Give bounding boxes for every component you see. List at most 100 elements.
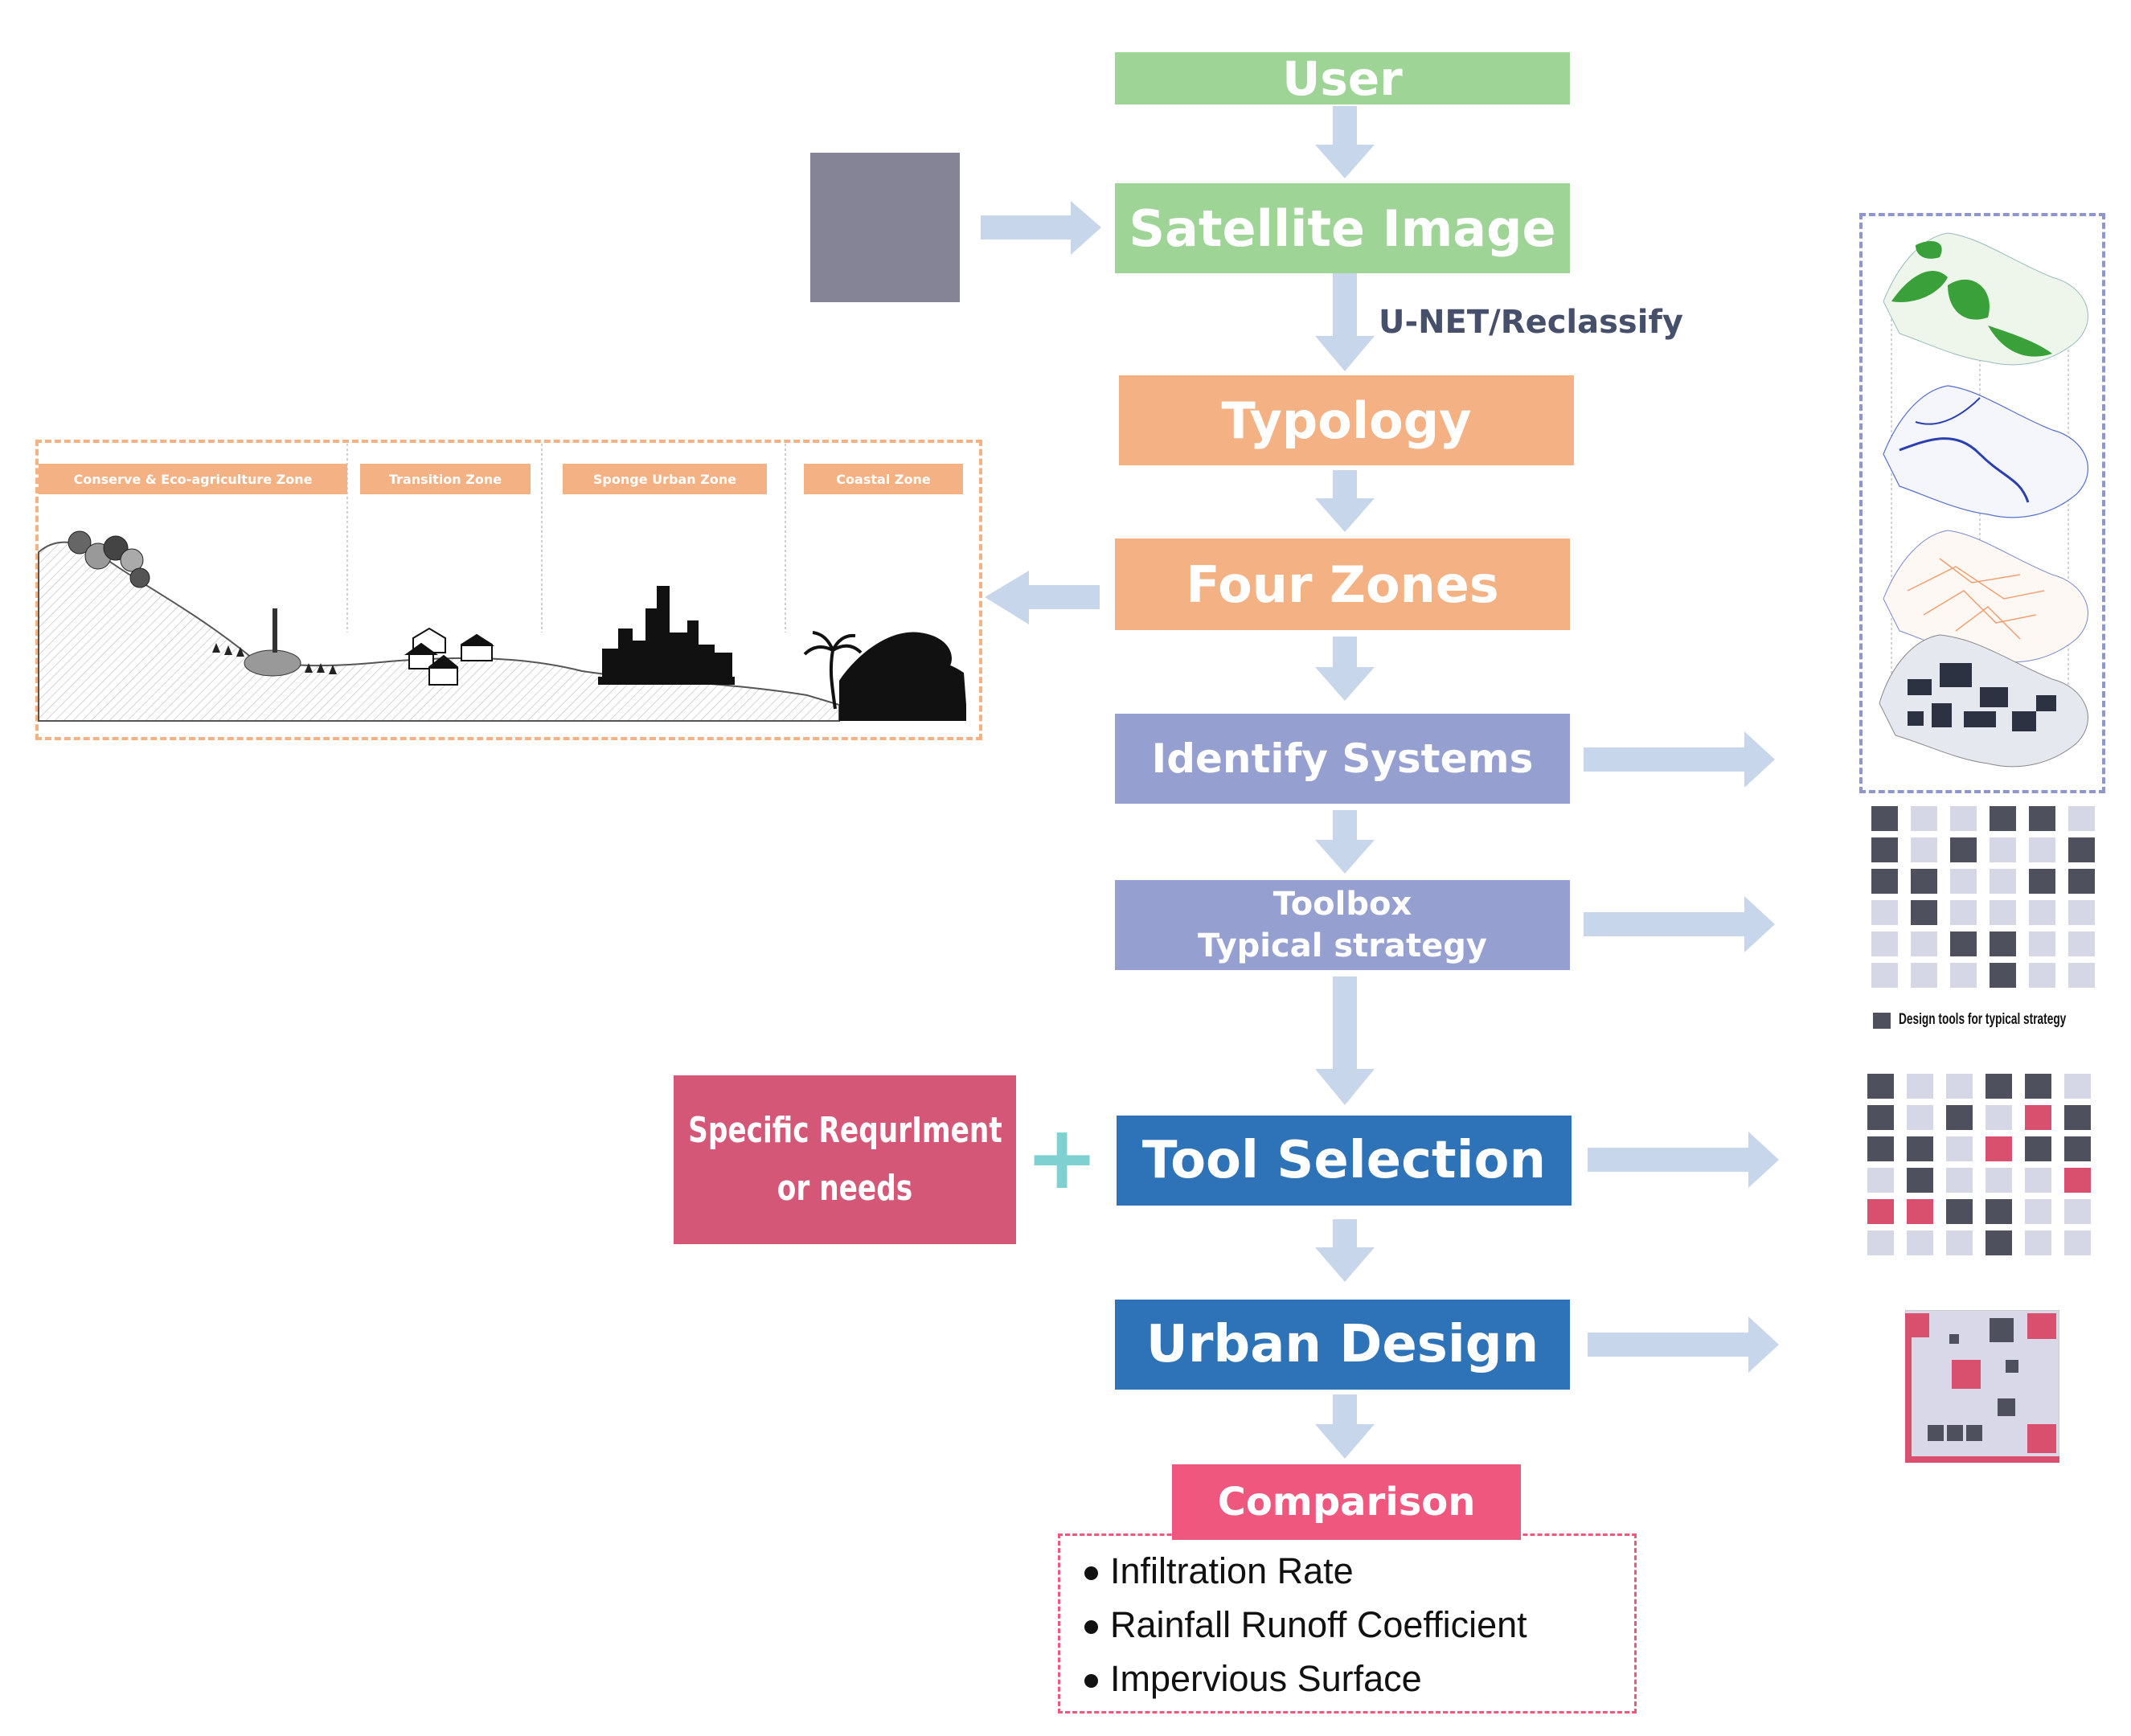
grid-cell <box>1946 1074 1973 1099</box>
urban-design-plan <box>1905 1310 2059 1463</box>
grid-cell <box>2068 900 2095 925</box>
grid-cell <box>1986 1136 2012 1161</box>
grid-cell <box>1950 963 1977 988</box>
unet-reclassify-label: U-NET/Reclassify <box>1379 304 1683 341</box>
grid-cell <box>1950 931 1977 956</box>
grid-cell <box>1867 1168 1894 1193</box>
grid-cell <box>1871 837 1898 862</box>
toolbox-box: Toolbox Typical strategy <box>1115 880 1570 970</box>
identify-systems-label: Identify Systems <box>1151 735 1534 782</box>
criteria-bullet <box>1084 1620 1098 1634</box>
specific-requirement-line2: or needs <box>777 1168 913 1209</box>
grid-cell <box>1950 900 1977 925</box>
grid-cell <box>1867 1074 1894 1099</box>
grid-cell <box>1911 837 1937 862</box>
arrow-design-to-plan <box>1588 1316 1779 1373</box>
grid-cell <box>1946 1136 1973 1161</box>
grid-cell <box>2029 963 2055 988</box>
arrow-systems-to-toolbox <box>1315 810 1375 874</box>
arrow-toolbox-to-grid <box>1584 896 1775 952</box>
grid-cell <box>1990 837 2016 862</box>
grid-cell <box>1871 963 1898 988</box>
grid-cell <box>1871 869 1898 894</box>
tool-selection-grid <box>1867 1074 2091 1255</box>
grid-cell <box>1907 1168 1933 1193</box>
satellite-image-thumbnail <box>810 153 960 302</box>
grid-cell <box>1907 1074 1933 1099</box>
grid-cell <box>1986 1230 2012 1255</box>
grid-cell <box>2068 931 2095 956</box>
grid-cell <box>2068 837 2095 862</box>
grid-cell <box>1990 963 2016 988</box>
grid-cell <box>1867 1136 1894 1161</box>
grid-cell <box>1986 1105 2012 1130</box>
typical-strategy-label: Typical strategy <box>1198 927 1487 964</box>
forest-trees-icon <box>68 530 150 588</box>
zone-tab-transition: Transition Zone <box>360 464 531 494</box>
grid-cell <box>1986 1199 2012 1224</box>
grid-cell <box>1986 1168 2012 1193</box>
grid-cell <box>1990 900 2016 925</box>
zone-tab-conserve: Conserve & Eco-agriculture Zone <box>39 464 347 494</box>
typology-label: Typology <box>1221 391 1472 450</box>
criteria-bullet <box>1084 1566 1098 1580</box>
satellite-image-label: Satellite Image <box>1129 199 1556 258</box>
grid-cell <box>2064 1136 2091 1161</box>
grid-cell <box>2029 869 2055 894</box>
grid-cell <box>2064 1230 2091 1255</box>
tool-selection-box: Tool Selection <box>1117 1116 1572 1206</box>
arrow-toolbox-to-selection <box>1315 976 1375 1105</box>
grid-cell <box>1907 1105 1933 1130</box>
grid-cell <box>1946 1168 1973 1193</box>
arrow-selection-to-design <box>1315 1219 1375 1282</box>
grid-cell <box>2068 963 2095 988</box>
arrow-satellite-to-typology <box>1315 273 1375 371</box>
specific-requirement-line1: Specific RequrIment <box>687 1110 1002 1151</box>
grid-cell <box>2029 837 2055 862</box>
arrow-typology-to-zones <box>1315 470 1375 532</box>
grid-cell <box>1907 1136 1933 1161</box>
legend-swatch <box>1873 1013 1891 1029</box>
grid-cell <box>1950 806 1977 831</box>
comparison-box: Comparison <box>1172 1464 1521 1540</box>
grid-cell <box>1911 931 1937 956</box>
grid-cell <box>1946 1105 1973 1130</box>
wave-icon <box>839 632 966 721</box>
city-skyline-icon <box>598 586 735 685</box>
grid-cell <box>2029 900 2055 925</box>
comparison-label: Comparison <box>1217 1480 1476 1525</box>
zone-tab-sponge-urban: Sponge Urban Zone <box>563 464 767 494</box>
grid-cell <box>1867 1199 1894 1224</box>
grid-cell <box>1871 806 1898 831</box>
grid-cell <box>2025 1136 2051 1161</box>
toolbox-label: Toolbox <box>1272 886 1412 923</box>
houses-icon <box>404 627 495 686</box>
criteria-impervious-surface: Impervious Surface <box>1110 1658 1422 1699</box>
user-box: User <box>1115 51 1570 106</box>
arrow-input-to-satellite <box>981 201 1101 255</box>
system-maps <box>1879 232 2089 768</box>
grid-cell <box>1911 963 1937 988</box>
four-zones-box: Four Zones <box>1115 538 1570 630</box>
arrow-systems-to-maps <box>1584 731 1775 788</box>
grid-cell <box>1867 1105 1894 1130</box>
arrow-design-to-comparison <box>1315 1394 1375 1459</box>
crops-icon <box>212 608 337 677</box>
grid-cell <box>2064 1074 2091 1099</box>
terrain-profile <box>38 541 840 722</box>
road-system-map <box>1883 530 2088 663</box>
toolbox-grid <box>1871 806 2095 988</box>
grid-cell <box>1950 837 1977 862</box>
grid-cell <box>2064 1105 2091 1130</box>
specific-requirement-box: Specific RequrIment or needs <box>674 1075 1016 1244</box>
plus-icon: + <box>1025 1106 1100 1209</box>
identify-systems-box: Identify Systems <box>1115 714 1570 804</box>
grid-cell <box>1950 869 1977 894</box>
comparison-criteria-box: Infiltration Rate Rainfall Runoff Coeffi… <box>1058 1533 1637 1713</box>
arrow-zones-to-systems <box>1315 637 1375 701</box>
grid-cell <box>2068 806 2095 831</box>
four-zones-label: Four Zones <box>1186 555 1499 614</box>
criteria-runoff-coefficient: Rainfall Runoff Coefficient <box>1110 1604 1527 1645</box>
tool-selection-label: Tool Selection <box>1141 1131 1547 1190</box>
grid-cell <box>1990 869 2016 894</box>
